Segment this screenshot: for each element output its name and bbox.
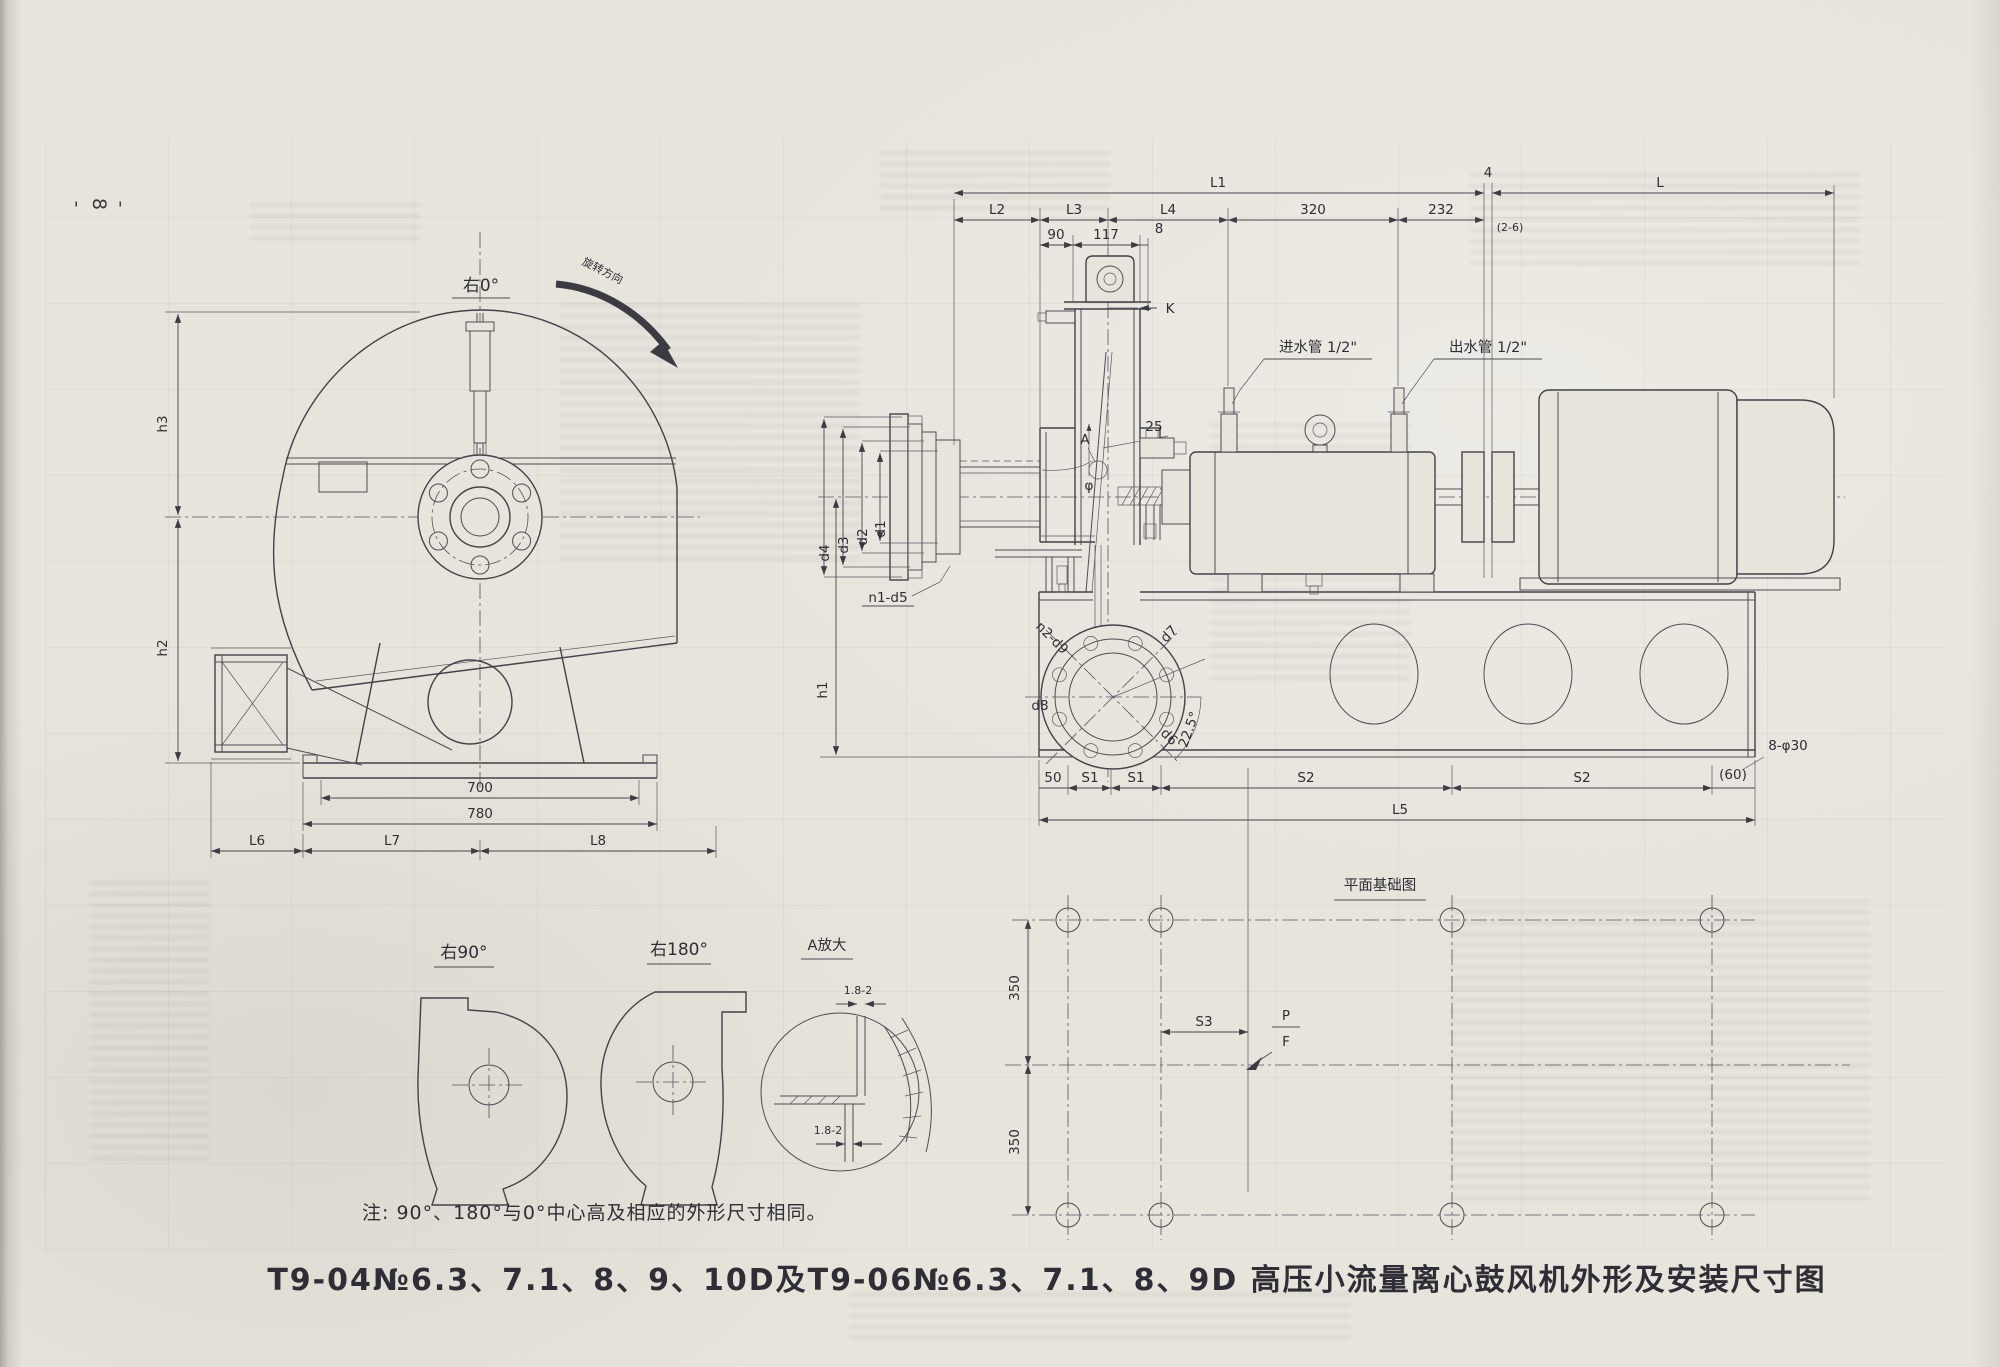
dim-L6: L6 — [249, 833, 265, 849]
dim-L5: L5 — [1392, 802, 1408, 818]
label-F: F — [1282, 1034, 1290, 1050]
motor — [1519, 389, 1841, 591]
fan-casing-side — [995, 427, 1161, 593]
label-phi: φ — [1085, 478, 1094, 494]
inlet-flange — [889, 413, 961, 581]
showthrough-blob — [880, 150, 1110, 210]
cooling-water-pipes — [1218, 387, 1410, 453]
front-view: 右0° 旋转方向 h3 h2 700 780 — [155, 232, 717, 860]
dim-L2: L2 — [989, 202, 1005, 218]
front-view-label: 右0° — [463, 276, 499, 296]
outlet-duct — [1037, 255, 1151, 645]
dim-d3: d3 — [836, 536, 852, 553]
dim-L: L — [1656, 175, 1664, 191]
dim-S2b: S2 — [1573, 770, 1590, 786]
dim-h2: h2 — [155, 639, 171, 656]
label-n2-d9: n2-d9 — [1032, 619, 1071, 658]
showthrough-blob — [90, 880, 210, 1160]
side-view: d4 d3 d2 d1 n1-d5 — [815, 165, 1845, 826]
dim-4: 4 — [1484, 165, 1493, 181]
dim-d4: d4 — [817, 544, 833, 561]
dim-350a: 350 — [1007, 975, 1023, 1001]
dim-K: K — [1166, 301, 1176, 317]
dim-320: 320 — [1300, 202, 1326, 218]
dim-d1: d1 — [873, 520, 889, 537]
view-right-90: 右90° — [417, 943, 568, 1206]
showthrough-blob — [850, 1290, 1350, 1340]
dim-S2a: S2 — [1297, 770, 1314, 786]
dim-8: 8 — [1155, 221, 1164, 237]
detail-A-enlarged: A放大 1.8-2 1.8-2 — [760, 937, 932, 1172]
dim-L1: L1 — [1210, 175, 1226, 191]
dim-S1a: S1 — [1081, 770, 1098, 786]
label-d8: d8 — [1031, 698, 1048, 714]
drawing-title: T9-04№6.3、7.1、8、9、10D及T9-06№6.3、7.1、8、9D… — [267, 1263, 1826, 1298]
showthrough-blob — [1450, 900, 1870, 1200]
dim-350b: 350 — [1007, 1129, 1023, 1155]
view-right180-label: 右180° — [650, 940, 708, 960]
drawing-note: 注: 90°、180°与0°中心高及相应的外形尺寸相同。 — [362, 1202, 826, 1224]
dim-4-note: (2-6) — [1497, 221, 1524, 234]
shaft-seal-hatch — [1117, 486, 1165, 506]
dim-1-8-2-bottom: 1.8-2 — [814, 1124, 842, 1137]
dim-25: 25 — [1145, 419, 1162, 435]
view-right90-label: 右90° — [440, 943, 487, 963]
detail-A-label: A放大 — [808, 937, 847, 954]
dim-50: 50 — [1044, 770, 1061, 786]
dim-60: (60) — [1719, 767, 1747, 783]
showthrough-blob — [250, 198, 420, 240]
rotation-arrow-icon — [555, 280, 678, 368]
dim-232: 232 — [1428, 202, 1454, 218]
dim-L3: L3 — [1066, 202, 1082, 218]
dim-90: 90 — [1047, 227, 1064, 243]
dim-117: 117 — [1093, 227, 1119, 243]
label-A: A — [1080, 432, 1090, 448]
label-n1-d5: n1-d5 — [868, 590, 907, 606]
dim-h3: h3 — [155, 415, 171, 432]
label-inlet-water-pipe: 进水管 1/2" — [1279, 339, 1357, 356]
dim-L4: L4 — [1160, 202, 1176, 218]
foundation-plan-label: 平面基础图 — [1344, 877, 1417, 894]
dim-h1: h1 — [815, 681, 831, 698]
bearing-housing — [1161, 414, 1436, 595]
label-P: P — [1282, 1008, 1290, 1024]
dim-700: 700 — [467, 780, 493, 796]
dim-8-phi30: 8-φ30 — [1768, 738, 1808, 754]
showthrough-blob — [1470, 170, 1860, 265]
rotation-label: 旋转方向 — [580, 254, 626, 286]
dim-780: 780 — [467, 806, 493, 822]
dim-d2: d2 — [855, 528, 871, 545]
view-right-180: 右180° — [600, 940, 747, 1206]
dim-1-8-2-top: 1.8-2 — [844, 984, 872, 997]
outlet-flange-face — [1025, 624, 1206, 770]
dim-L8: L8 — [590, 833, 606, 849]
dim-L7: L7 — [384, 833, 400, 849]
label-outlet-water-pipe: 出水管 1/2" — [1449, 339, 1527, 356]
inlet-duct — [211, 647, 453, 766]
dim-S3: S3 — [1195, 1014, 1212, 1030]
foundation-plan: 350 350 S3 P F 平面基础图 — [1005, 768, 1850, 1240]
dim-S1b: S1 — [1127, 770, 1144, 786]
